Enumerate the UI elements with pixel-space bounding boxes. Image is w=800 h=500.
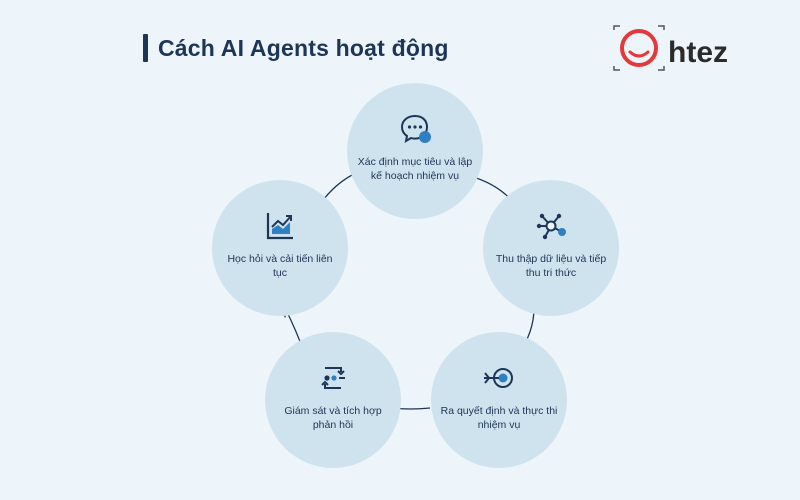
feedback-loop-icon bbox=[321, 367, 345, 389]
chat-bubble-icon bbox=[400, 114, 431, 144]
logo-text: htez bbox=[668, 36, 728, 69]
brand-logo-mark: htez bbox=[613, 25, 728, 71]
step-decision-execution: Ra quyết định và thực thi nhiệm vụ bbox=[431, 332, 567, 468]
step-label: Học hỏi và cải tiến liên tục bbox=[227, 253, 333, 280]
step-label: Xác định mục tiêu và lập kế hoạch nhiệm … bbox=[357, 156, 473, 183]
growth-chart-icon bbox=[266, 213, 293, 240]
step-label: Thu thập dữ liệu và tiếp thu tri thức bbox=[495, 253, 607, 280]
page-title: Cách AI Agents hoạt động bbox=[158, 34, 449, 61]
step-continuous-learning: Học hỏi và cải tiến liên tục bbox=[212, 180, 348, 316]
step-monitor-feedback: Giám sát và tích hợp phản hồi bbox=[265, 332, 401, 468]
target-icon bbox=[484, 368, 513, 388]
step-goal-planning: Xác định mục tiêu và lập kế hoạch nhiệm … bbox=[347, 83, 483, 219]
step-label: Giám sát và tích hợp phản hồi bbox=[284, 405, 382, 432]
title-accent-bar bbox=[143, 34, 148, 62]
brand-logo: htez bbox=[608, 22, 748, 82]
step-label: Ra quyết định và thực thi nhiệm vụ bbox=[440, 405, 558, 432]
network-nodes-icon bbox=[536, 213, 566, 240]
title-block: Cách AI Agents hoạt động bbox=[143, 34, 449, 62]
step-data-collection: Thu thập dữ liệu và tiếp thu tri thức bbox=[483, 180, 619, 316]
